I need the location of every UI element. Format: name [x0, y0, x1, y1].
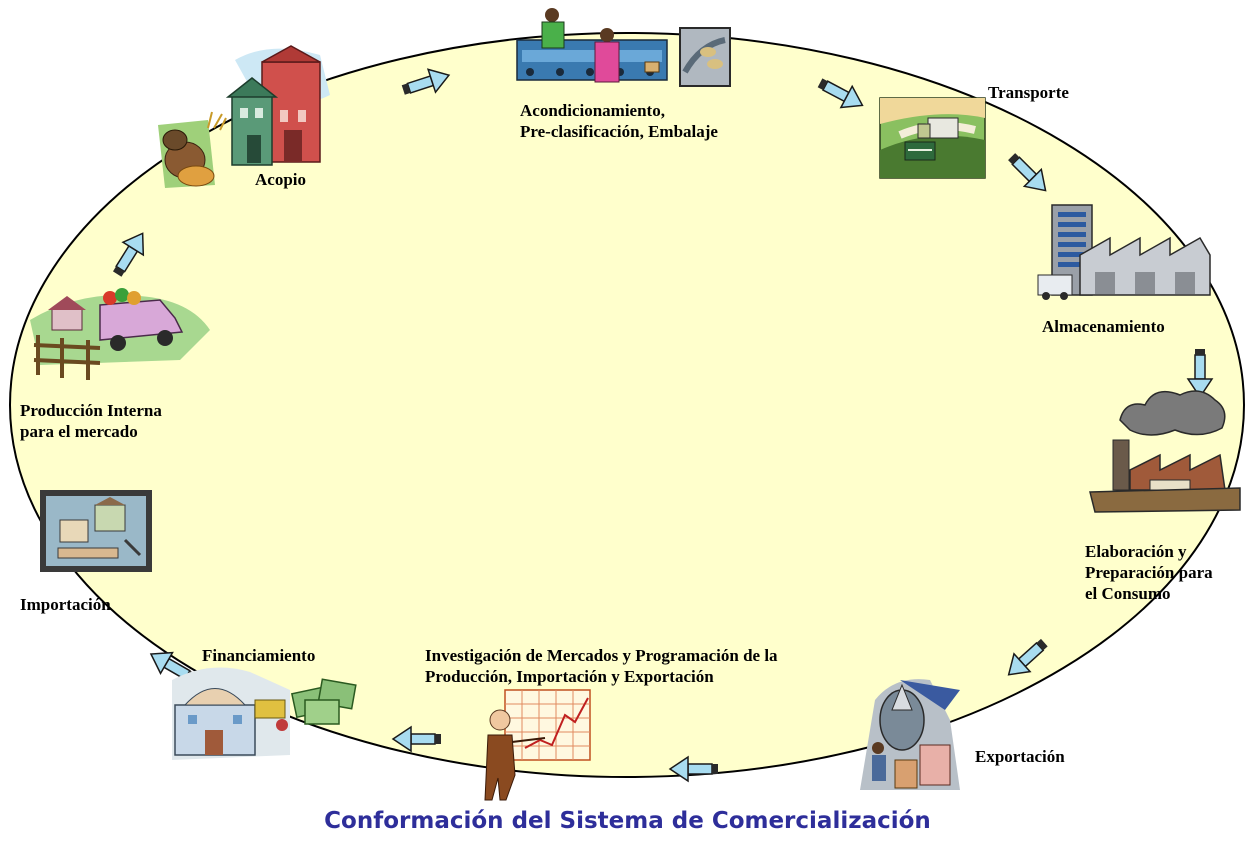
- label-importacion: Importación: [20, 595, 111, 614]
- cycle-ellipse: [9, 32, 1245, 778]
- label-exportacion: Exportación: [975, 747, 1065, 766]
- label-elaboracion: Elaboración y Preparación para el Consumo: [1085, 542, 1213, 603]
- label-line: el Consumo: [1085, 584, 1170, 603]
- label-produccion: Producción Interna para el mercado: [20, 401, 162, 441]
- label-line: Financiamiento: [202, 646, 315, 665]
- harbor-picture-icon: [40, 490, 152, 572]
- label-almacenamiento: Almacenamiento: [1042, 317, 1165, 336]
- label-acondicionamiento: Acondicionamiento, Pre-clasificación, Emb…: [520, 101, 718, 141]
- sorting-workers-icon: [516, 8, 731, 87]
- export-plane-icon: [860, 679, 960, 790]
- label-line: Exportación: [975, 747, 1065, 766]
- label-transporte: Transporte: [988, 83, 1069, 102]
- label-line: Acopio: [255, 170, 306, 189]
- diagram-title: Conformación del Sistema de Comercializa…: [324, 808, 931, 834]
- label-line: Producción, Importación y Exportación: [425, 667, 714, 686]
- presenter-chart-icon: [484, 689, 591, 801]
- factory-icon: [1089, 390, 1241, 513]
- label-line: Acondicionamiento,: [520, 101, 665, 120]
- label-line: Almacenamiento: [1042, 317, 1165, 336]
- farm-truck-icon: [30, 288, 210, 380]
- label-acopio: Acopio: [255, 170, 306, 189]
- warehouse-icon: [1037, 204, 1211, 300]
- bank-money-icon: [172, 667, 357, 760]
- label-investigacion: Investigación de Mercados y Programación…: [425, 646, 778, 686]
- truck-landscape-icon: [879, 97, 986, 179]
- label-line: Preparación para: [1085, 563, 1213, 582]
- label-line: Importación: [20, 595, 111, 614]
- label-line: Elaboración y: [1085, 542, 1187, 561]
- label-line: Investigación de Mercados y Programación…: [425, 646, 778, 665]
- label-financiamiento: Financiamiento: [202, 646, 315, 665]
- label-line: para el mercado: [20, 422, 138, 441]
- grain-elevator-icon: [158, 45, 330, 188]
- label-line: Producción Interna: [20, 401, 162, 420]
- label-line: Pre-clasificación, Embalaje: [520, 122, 718, 141]
- label-line: Transporte: [988, 83, 1069, 102]
